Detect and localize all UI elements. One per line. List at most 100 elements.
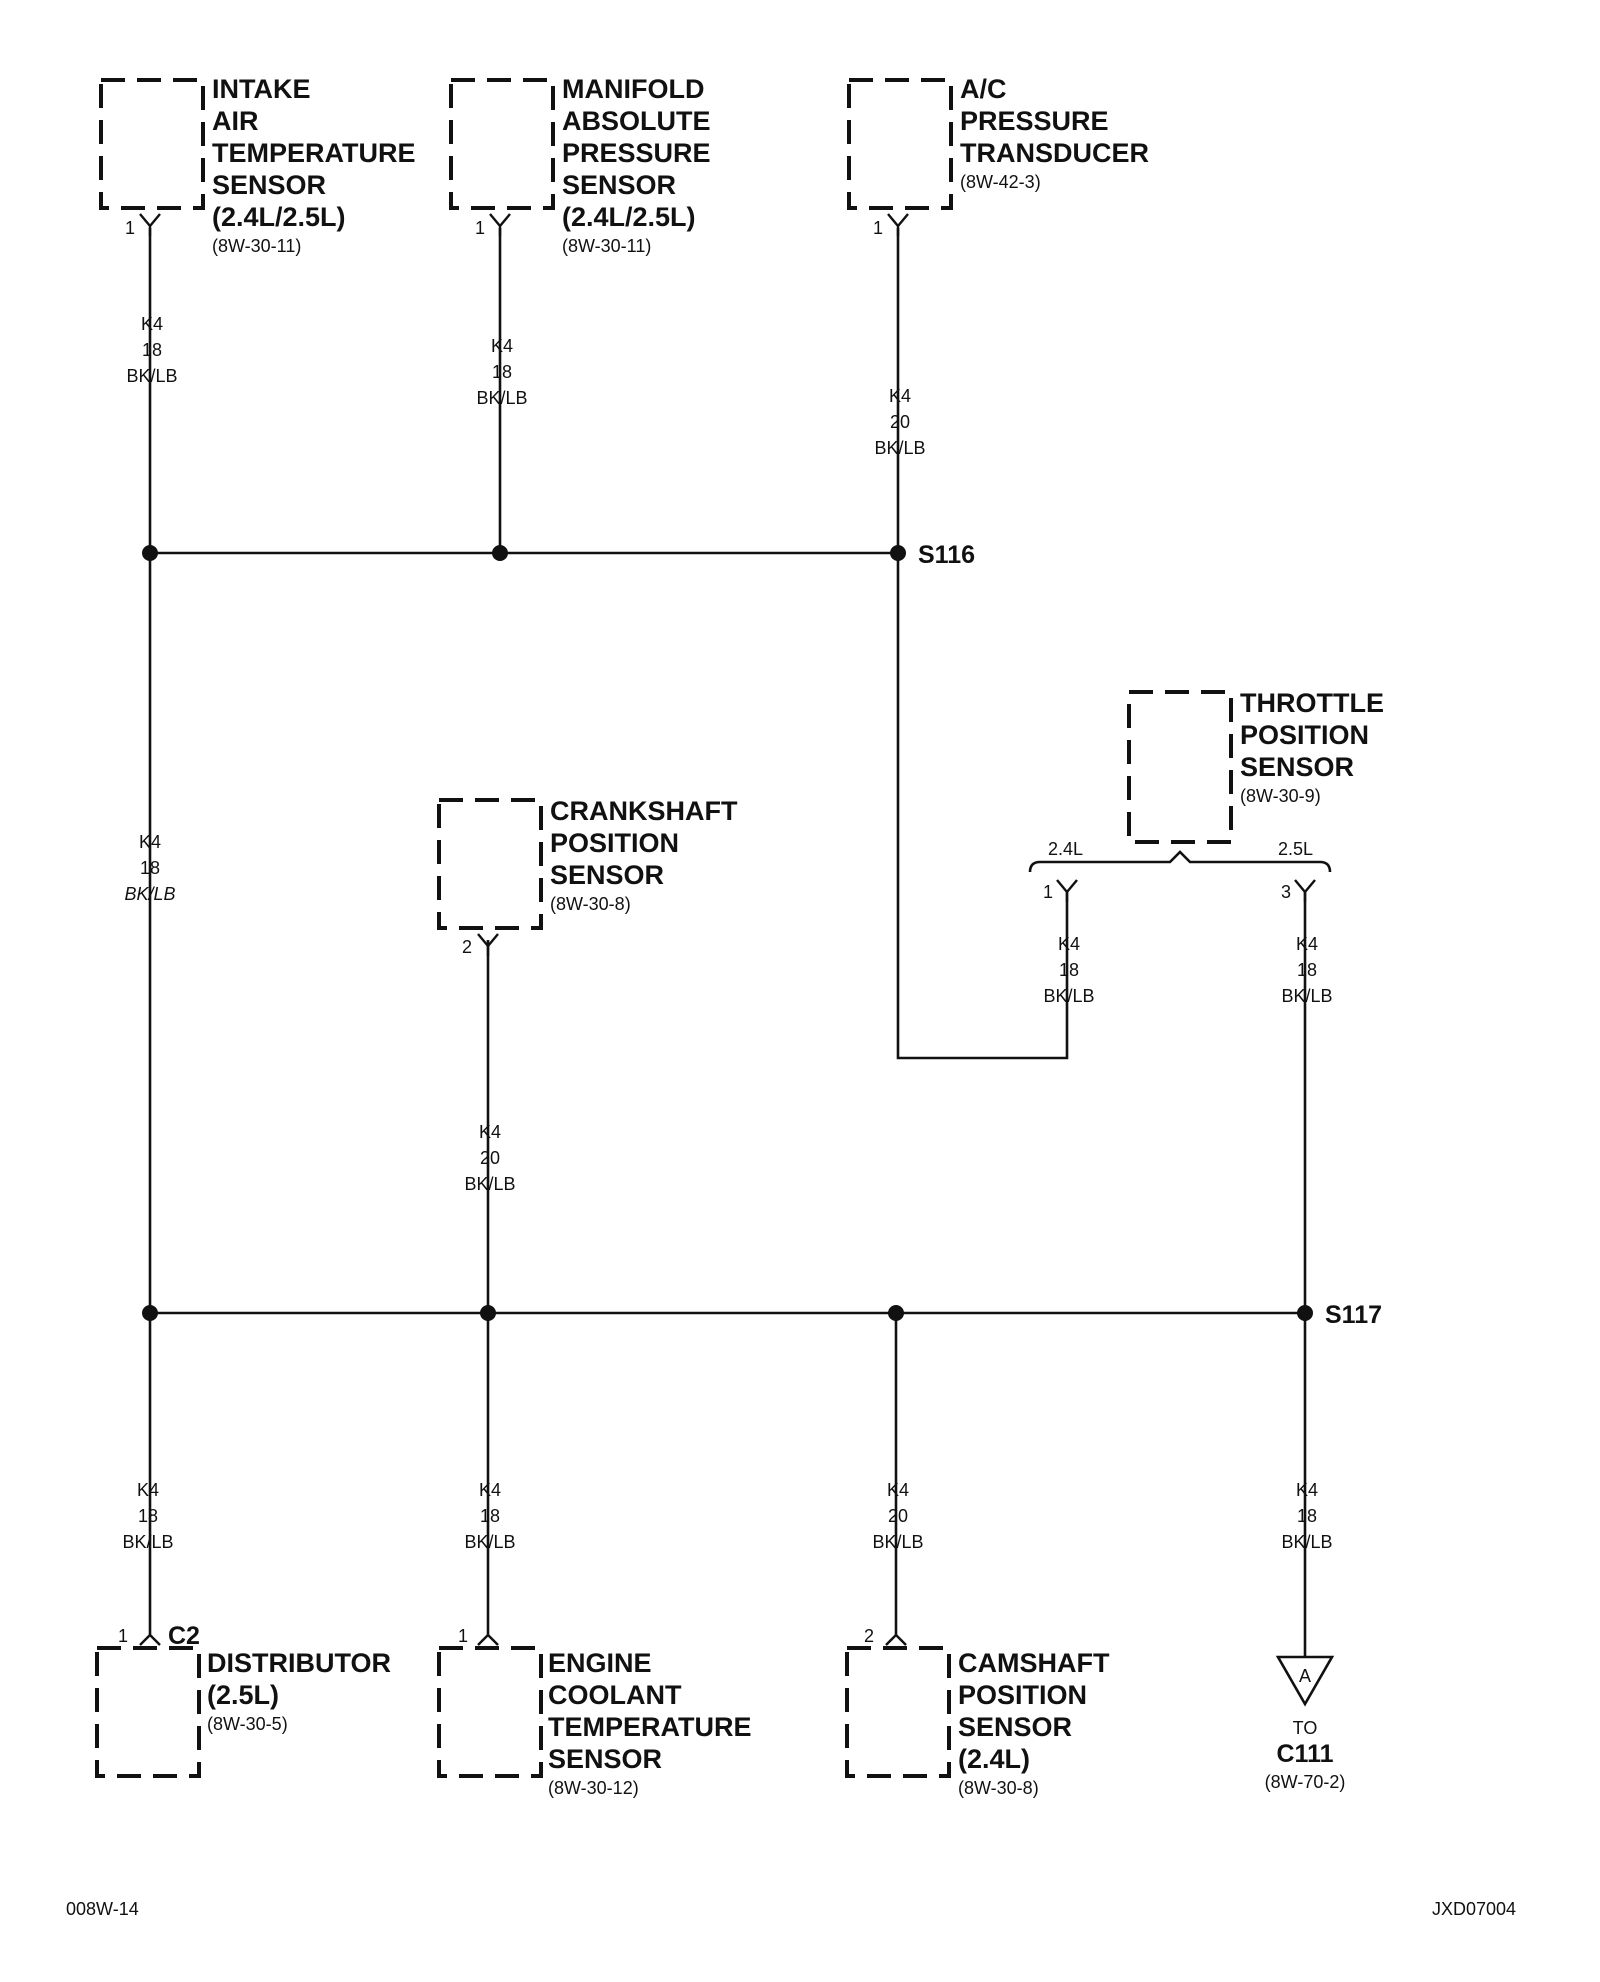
ckp-label-line: POSITION [550,828,679,858]
tps-label-line: THROTTLE [1240,688,1384,718]
wire-label: BK/LB [1281,986,1332,1006]
wire-label: K4 [479,1122,501,1142]
variant-bracket [1028,850,1332,873]
destination-c111: A TO C111 (8W-70-2) [1265,1655,1345,1792]
iat-label-line: INTAKE [212,74,311,104]
wire-label: BK/LB [124,884,175,904]
map-sensor-box [449,78,555,210]
wire-label: 18 [142,340,162,360]
wire-label: 18 [1059,960,1079,980]
wire-label: 18 [480,1506,500,1526]
destination-symbol: A [1299,1666,1311,1686]
wire-label: K4 [1296,934,1318,954]
cmp-label-line: CAMSHAFT [958,1648,1110,1678]
pin-number: 1 [458,1626,468,1646]
map-label-line: (2.4L/2.5L) [562,202,696,232]
connector-icon [1294,879,1316,902]
ect-label-line: TEMPERATURE [548,1712,752,1742]
iat-sensor: 1 INTAKE AIR TEMPERATURE SENSOR (2.4L/2.… [99,74,416,256]
wire-label: K4 [479,1480,501,1500]
tps-sensor-box [1127,690,1233,844]
wire-label: 20 [890,412,910,432]
wire-label: 18 [138,1506,158,1526]
tps-variant-b: 2.5L [1278,839,1313,859]
wire-label: K4 [139,832,161,852]
ac-ref: (8W-42-3) [960,172,1041,192]
ect-label-line: ENGINE [548,1648,652,1678]
iat-label-line: (2.4L/2.5L) [212,202,346,232]
wire-label: 18 [140,858,160,878]
wire-label: K4 [1058,934,1080,954]
ect-label-line: SENSOR [548,1744,662,1774]
splice-dot-s116 [890,545,906,561]
map-ref: (8W-30-11) [562,236,651,256]
distributor: 1 C2 DISTRIBUTOR (2.5L) (8W-30-5) [95,1622,391,1778]
connector-icon [1056,879,1078,902]
connector-icon [139,1633,161,1646]
map-sensor: 1 MANIFOLD ABSOLUTE PRESSURE SENSOR (2.4… [449,74,711,256]
splice-dot [480,1305,496,1321]
iat-sensor-box [99,78,205,210]
wire-label: K4 [141,314,163,334]
wire-label: 18 [492,362,512,382]
distributor-connector-id: C2 [168,1622,200,1650]
wire-s116-to-tps [896,553,1069,1060]
pin-number: 1 [873,218,883,238]
cmp-sensor: 2 CAMSHAFT POSITION SENSOR (2.4L) (8W-30… [845,1626,1110,1798]
wire-label: K4 [889,386,911,406]
tps-label-line: POSITION [1240,720,1369,750]
connector-icon [885,1633,907,1646]
wire-label: BK/LB [872,1532,923,1552]
distributor-box [95,1646,201,1778]
wire-label: BK/LB [476,388,527,408]
destination-to: TO [1293,1718,1318,1738]
ect-ref: (8W-30-12) [548,1778,639,1798]
pin-number: 1 [1043,882,1053,902]
footer-figure-code: 008W-14 [66,1899,139,1919]
ect-sensor: 1 ENGINE COOLANT TEMPERATURE SENSOR (8W-… [437,1626,752,1798]
ckp-sensor-box [437,798,543,930]
wire-label: BK/LB [1043,986,1094,1006]
splice-dot [142,545,158,561]
map-label-line: MANIFOLD [562,74,704,104]
wire-label: K4 [137,1480,159,1500]
wire-label: K4 [491,336,513,356]
ect-label-line: COOLANT [548,1680,682,1710]
ckp-label-line: SENSOR [550,860,664,890]
pin-number: 2 [462,937,472,957]
wire-label: BK/LB [464,1532,515,1552]
wires [148,228,1307,1657]
wire-label: 18 [1297,1506,1317,1526]
map-label-line: ABSOLUTE [562,106,711,136]
connector-icon [139,213,161,236]
ckp-ref: (8W-30-8) [550,894,631,914]
connector-reference-triangle-icon [1275,1655,1335,1707]
tps-label-line: SENSOR [1240,752,1354,782]
ckp-label-line: CRANKSHAFT [550,796,738,826]
iat-label-line: AIR [212,106,259,136]
connector-icon [887,213,909,236]
ac-pressure-transducer: 1 A/C PRESSURE TRANSDUCER (8W-42-3) [847,74,1149,238]
wire-label: K4 [887,1480,909,1500]
wire-label: 20 [888,1506,908,1526]
map-label-line: PRESSURE [562,138,711,168]
pin-number: 2 [864,1626,874,1646]
wire-label: BK/LB [126,366,177,386]
splice-dot [888,1305,904,1321]
cmp-sensor-box [845,1646,951,1778]
wire-label: BK/LB [122,1532,173,1552]
iat-ref: (8W-30-11) [212,236,301,256]
tps-ref: (8W-30-9) [1240,786,1321,806]
splice-dots [142,545,1313,1321]
ac-label-line: PRESSURE [960,106,1109,136]
splice-dot-s117 [1297,1305,1313,1321]
connector-icon [489,213,511,236]
dist-label-line: (2.5L) [207,1680,279,1710]
cmp-ref: (8W-30-8) [958,1778,1039,1798]
iat-label-line: TEMPERATURE [212,138,416,168]
tps-sensor: 2.4L 2.5L 1 3 THROTTLE POSITION SENSOR (… [1028,688,1384,902]
wire-label: 18 [1297,960,1317,980]
ac-label-line: TRANSDUCER [960,138,1149,168]
pin-number: 1 [118,1626,128,1646]
